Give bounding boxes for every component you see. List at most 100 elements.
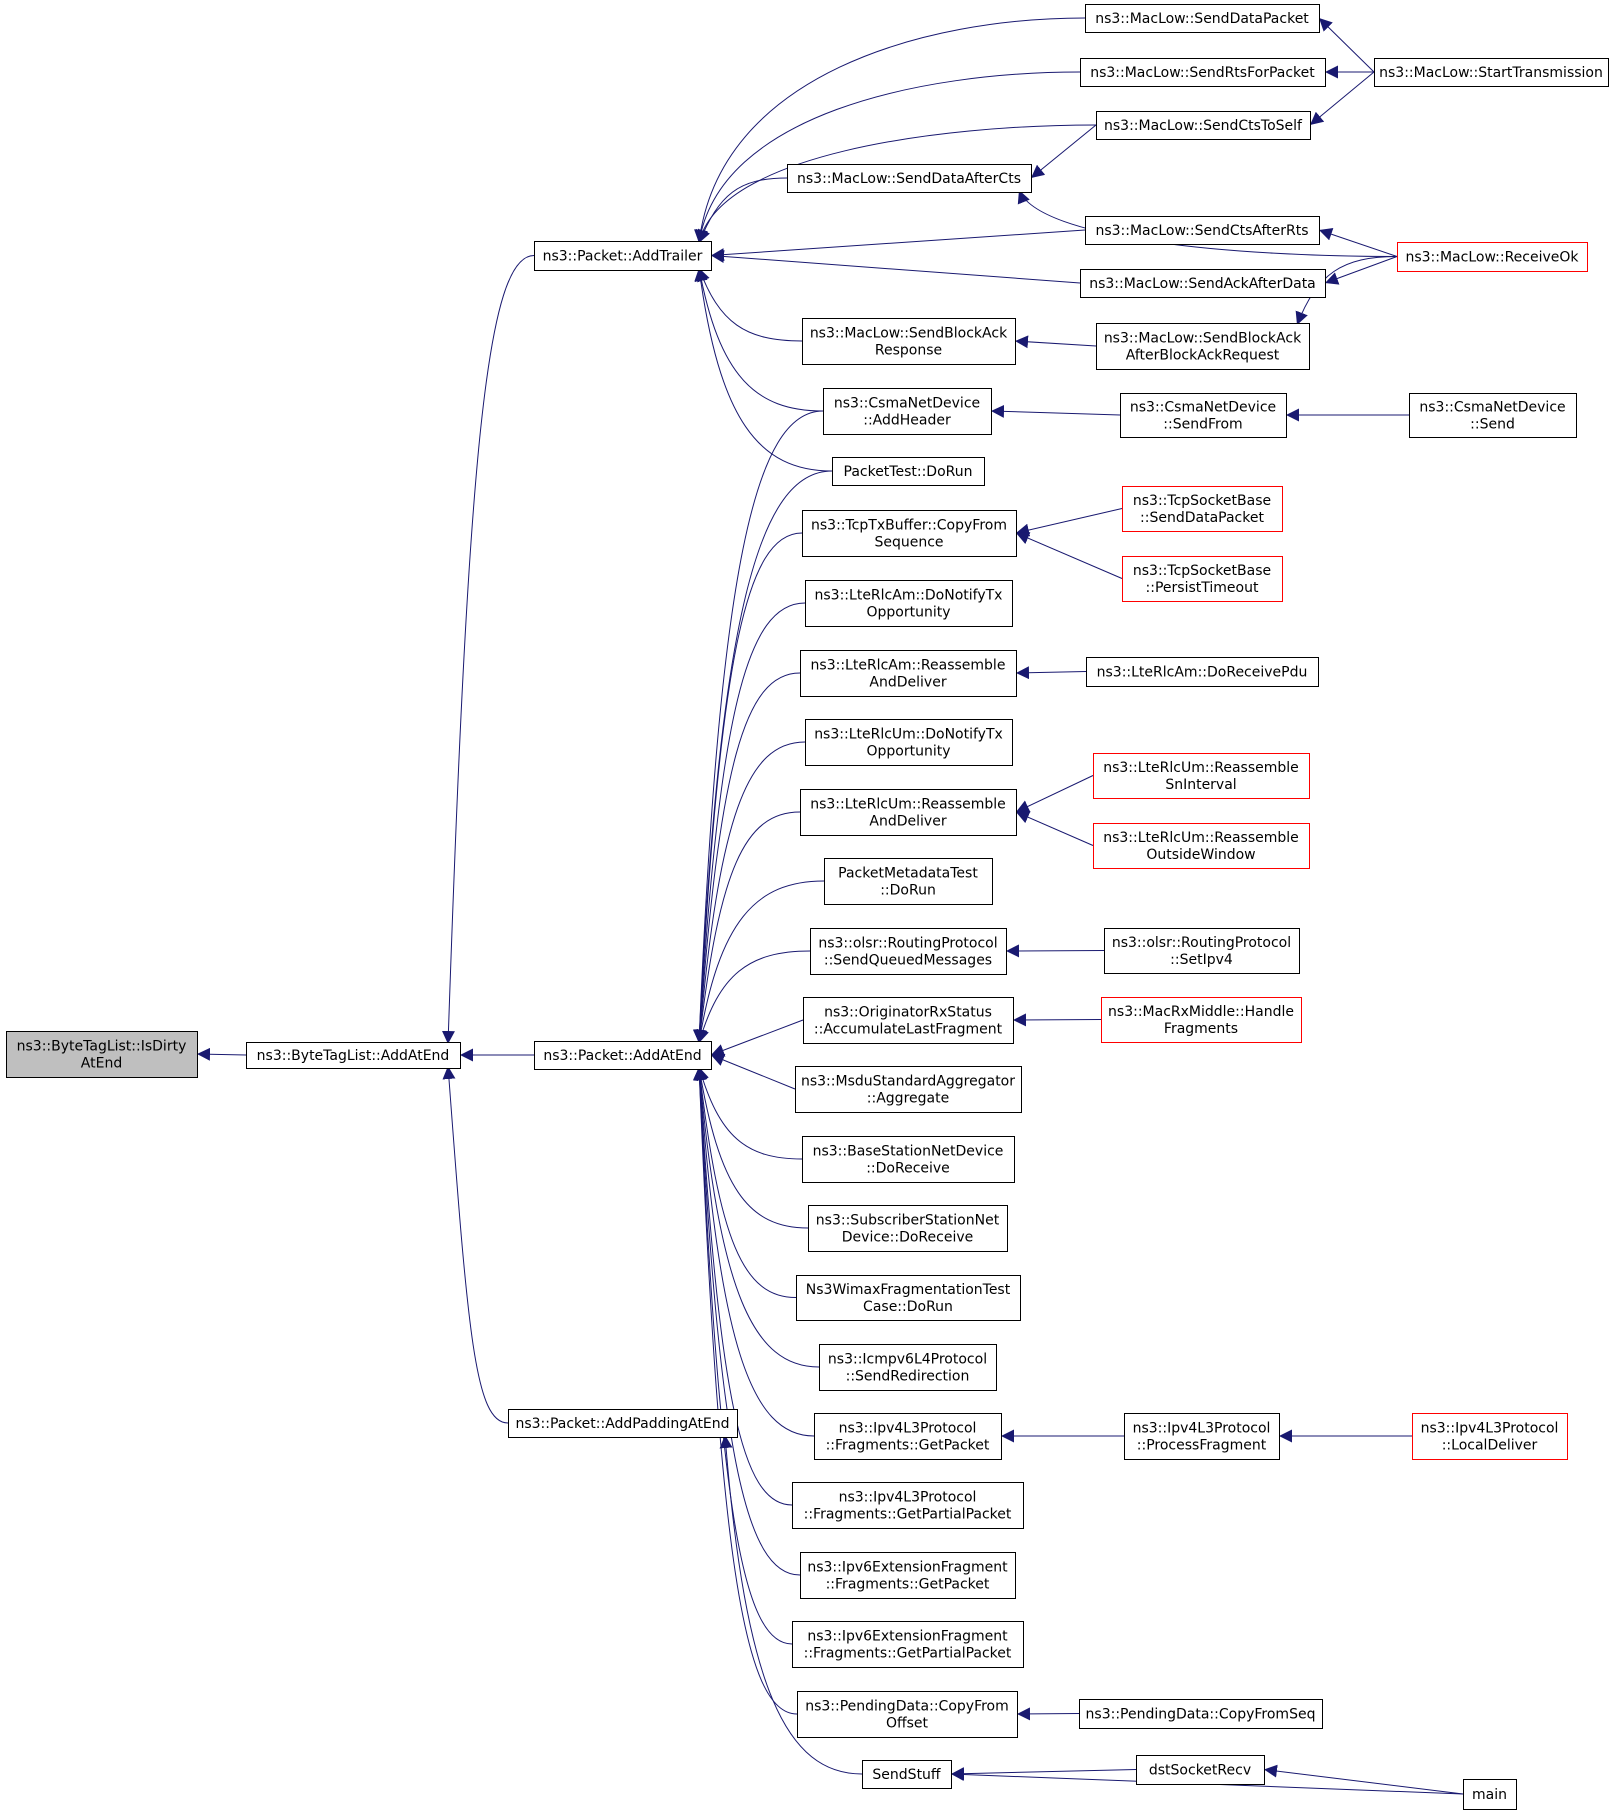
node-box: [800, 789, 1017, 836]
node-tcpsocketbase-senddatapacket[interactable]: ns3::TcpSocketBase::SendDataPacket: [1122, 486, 1283, 532]
node-bytetaglist-addatend[interactable]: ns3::ByteTagList::AddAtEnd: [246, 1042, 461, 1069]
node-box: [803, 997, 1014, 1044]
node-label: ns3::TcpSocketBase: [1133, 493, 1271, 509]
node-box: [1463, 1779, 1517, 1810]
edge-csma_addheader-to-packet_addatend: [693, 410, 824, 1044]
edge-tcpsocketbase_senddatapacket-to-tcptxbuffer_copyfromsequence: [1015, 508, 1123, 537]
node-label: Device::DoReceive: [842, 1230, 973, 1246]
node-olsr-sendqueuedmessages[interactable]: ns3::olsr::RoutingProtocol::SendQueuedMe…: [810, 928, 1007, 975]
edge-tcpsocketbase_persisttimeout-to-tcptxbuffer_copyfromsequence: [1015, 532, 1123, 579]
node-box: [1096, 111, 1311, 140]
node-label: Response: [875, 343, 942, 359]
node-label: ns3::LteRlcAm::DoReceivePdu: [1097, 665, 1308, 681]
node-ipv6ext-fragments-getpartialpacket[interactable]: ns3::Ipv6ExtensionFragment::Fragments::G…: [792, 1621, 1024, 1668]
node-box: [802, 318, 1016, 365]
node-box: [508, 1409, 738, 1438]
node-csma-send[interactable]: ns3::CsmaNetDevice::Send: [1409, 393, 1577, 438]
node-packet-addpaddingatend[interactable]: ns3::Packet::AddPaddingAtEnd: [508, 1409, 738, 1438]
node-box: [823, 388, 992, 435]
node-label: ns3::MacLow::SendAckAfterData: [1089, 276, 1316, 292]
node-maclow-sendctsafterrts[interactable]: ns3::MacLow::SendCtsAfterRts: [1085, 216, 1320, 245]
node-label: ns3::TcpSocketBase: [1133, 563, 1271, 579]
node-box: [1086, 657, 1319, 687]
node-label: Case::DoRun: [863, 1299, 953, 1315]
node-ipv4l3-localdeliver[interactable]: ns3::Ipv4L3Protocol::LocalDeliver: [1412, 1413, 1568, 1460]
edge-ipv4l3_fragments_getpacket-to-packet_addatend: [693, 1066, 815, 1437]
node-box: [1093, 753, 1310, 799]
node-olsr-setipv4[interactable]: ns3::olsr::RoutingProtocol::SetIpv4: [1104, 928, 1300, 974]
node-box: [796, 1275, 1021, 1321]
edge-olsr_sendqueuedmessages-to-packet_addatend: [696, 950, 811, 1044]
node-label: Offset: [886, 1716, 929, 1732]
node-maclow-sendblockackafterbar[interactable]: ns3::MacLow::SendBlockAckAfterBlockAckRe…: [1096, 323, 1310, 370]
node-label: AndDeliver: [869, 814, 946, 830]
node-maclow-sendctstoself[interactable]: ns3::MacLow::SendCtsToSelf: [1096, 111, 1311, 140]
edge-lterlcam_donotifytxopportunity-to-packet_addatend: [693, 602, 806, 1044]
node-box: [810, 928, 1007, 975]
node-icmpv6l4protocol-sendredirection[interactable]: ns3::Icmpv6L4Protocol::SendRedirection: [819, 1344, 997, 1391]
node-tcpsocketbase-persisttimeout[interactable]: ns3::TcpSocketBase::PersistTimeout: [1122, 556, 1283, 602]
node-box: [1412, 1413, 1568, 1460]
node-basestationnetdevice-doreceive[interactable]: ns3::BaseStationNetDevice::DoReceive: [802, 1136, 1015, 1183]
node-label: ns3::BaseStationNetDevice: [813, 1144, 1004, 1160]
node-maclow-sendrtsforpacket[interactable]: ns3::MacLow::SendRtsForPacket: [1080, 58, 1326, 87]
node-subscriberstationnetdevice-doreceive[interactable]: ns3::SubscriberStationNetDevice::DoRecei…: [808, 1205, 1008, 1252]
edge-maclow_senddataaftercts-to-packet_addtrailer: [697, 177, 788, 244]
node-maclow-receiveok[interactable]: ns3::MacLow::ReceiveOk: [1397, 242, 1588, 272]
node-dstsocketrecv[interactable]: dstSocketRecv: [1136, 1755, 1265, 1785]
node-main[interactable]: main: [1463, 1779, 1517, 1810]
node-ipv4l3-processfragment[interactable]: ns3::Ipv4L3Protocol::ProcessFragment: [1124, 1413, 1280, 1460]
node-msdustandardaggregator-aggregate[interactable]: ns3::MsduStandardAggregator::Aggregate: [795, 1066, 1022, 1113]
node-label: ns3::Packet::AddAtEnd: [543, 1048, 701, 1064]
node-packet-addatend[interactable]: ns3::Packet::AddAtEnd: [534, 1041, 712, 1070]
node-box: [534, 241, 712, 271]
node-sendstuff[interactable]: SendStuff: [862, 1760, 952, 1789]
node-box: [795, 1066, 1022, 1113]
node-originatorrxstatus-accumulatelastfragment[interactable]: ns3::OriginatorRxStatus::AccumulateLastF…: [803, 997, 1014, 1044]
node-box: [1079, 1699, 1323, 1729]
node-maclow-starttransmission[interactable]: ns3::MacLow::StartTransmission: [1374, 58, 1609, 87]
edge-lterlcum_donotifytxopportunity-to-packet_addatend: [693, 741, 806, 1044]
node-label: ns3::LteRlcUm::Reassemble: [1103, 830, 1299, 846]
node-label: ns3::Ipv6ExtensionFragment: [807, 1629, 1008, 1645]
node-packet-addtrailer[interactable]: ns3::Packet::AddTrailer: [534, 241, 712, 271]
node-box: [1122, 486, 1283, 532]
node-ipv6ext-fragments-getpacket[interactable]: ns3::Ipv6ExtensionFragment::Fragments::G…: [800, 1552, 1016, 1599]
node-box: [534, 1041, 712, 1070]
node-box: [814, 1413, 1002, 1460]
node-box: [819, 1344, 997, 1391]
node-maclow-sendackafterdata[interactable]: ns3::MacLow::SendAckAfterData: [1080, 269, 1326, 298]
edge-csma_sendfrom-to-csma_addheader: [990, 404, 1121, 418]
node-ipv4l3-fragments-getpartialpacket[interactable]: ns3::Ipv4L3Protocol::Fragments::GetParti…: [792, 1482, 1024, 1529]
node-packetmetadatatest-dorun[interactable]: PacketMetadataTest::DoRun: [824, 858, 993, 905]
node-box: [1374, 58, 1609, 87]
edge-bytetaglist_addatend-to-bytetaglist_isdirtyatend: [196, 1047, 247, 1061]
node-box: [1124, 1413, 1280, 1460]
node-box: [1409, 393, 1577, 438]
node-packettest-dorun[interactable]: PacketTest::DoRun: [832, 457, 985, 486]
node-csma-sendfrom[interactable]: ns3::CsmaNetDevice::SendFrom: [1120, 393, 1287, 438]
node-ipv4l3-fragments-getpacket[interactable]: ns3::Ipv4L3Protocol::Fragments::GetPacke…: [814, 1413, 1002, 1460]
node-csma-addheader[interactable]: ns3::CsmaNetDevice::AddHeader: [823, 388, 992, 435]
node-label: ns3::MacLow::SendBlockAck: [810, 326, 1008, 342]
node-maclow-senddatapacket[interactable]: ns3::MacLow::SendDataPacket: [1085, 4, 1320, 33]
node-pendingdata-copyfromseq[interactable]: ns3::PendingData::CopyFromSeq: [1079, 1699, 1323, 1729]
edge-pendingdata_copyfromoffset-to-packet_addatend: [693, 1066, 798, 1715]
node-maclow-senddataaftercts[interactable]: ns3::MacLow::SendDataAfterCts: [787, 164, 1032, 193]
node-lterlcam-doreceivepdu[interactable]: ns3::LteRlcAm::DoReceivePdu: [1086, 657, 1319, 687]
edge-maclow_receiveok-to-maclow_sendackafterdata: [1324, 256, 1398, 285]
node-label: ns3::LteRlcAm::DoNotifyTx: [815, 588, 1003, 604]
node-box: [6, 1031, 198, 1078]
